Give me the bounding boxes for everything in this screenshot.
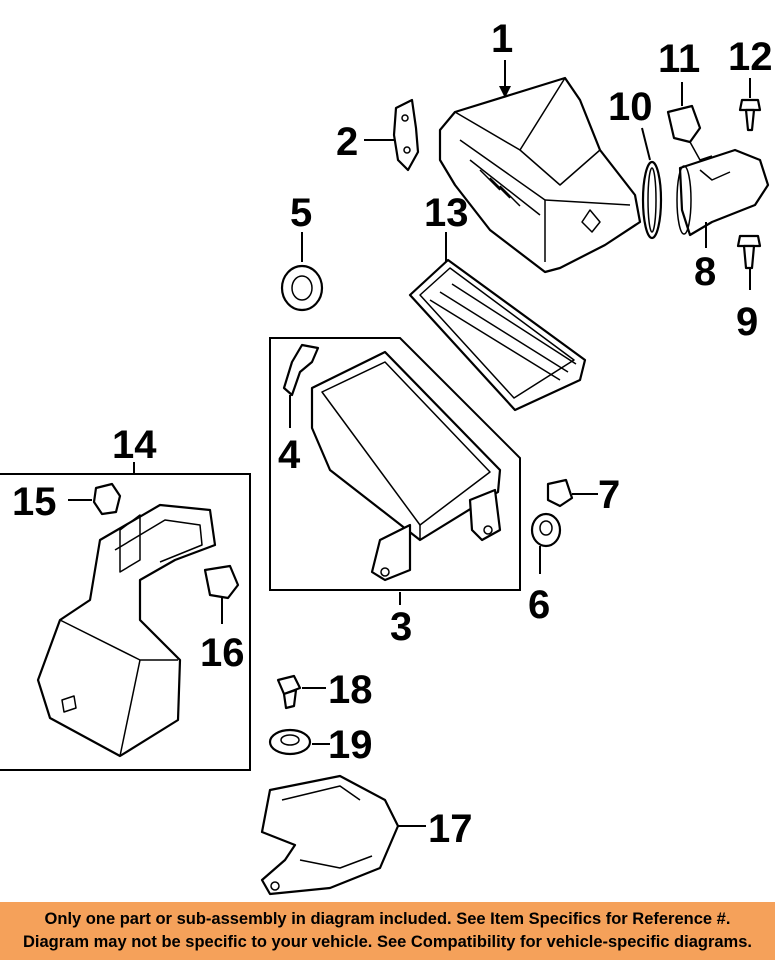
part-4-clip — [282, 343, 320, 397]
callout-5: 5 — [290, 191, 312, 235]
part-17-duct-cover — [260, 774, 400, 896]
part-3-frame — [269, 337, 521, 591]
callout-16: 16 — [200, 631, 245, 675]
callout-18: 18 — [328, 668, 373, 712]
part-1-upper-cover — [438, 76, 642, 274]
callout-3: 3 — [390, 605, 412, 649]
callout-11: 11 — [658, 37, 700, 81]
callout-15: 15 — [12, 480, 57, 524]
banner-line-2: Diagram may not be specific to your vehi… — [23, 933, 752, 951]
callout-10: 10 — [608, 85, 653, 129]
part-14-frame — [0, 473, 251, 771]
part-5-grommet — [280, 264, 324, 312]
part-16-clip — [203, 564, 240, 600]
part-18-bolt — [276, 674, 302, 710]
callout-7: 7 — [598, 473, 620, 517]
callout-2: 2 — [336, 120, 358, 164]
callout-4: 4 — [278, 433, 301, 477]
callout-13: 13 — [424, 191, 469, 235]
callout-12: 12 — [728, 35, 773, 79]
callout-14: 14 — [112, 423, 157, 467]
leader-10 — [641, 127, 651, 161]
callout-8: 8 — [694, 250, 716, 294]
part-9-screw — [736, 234, 762, 270]
disclaimer-banner: Only one part or sub-assembly in diagram… — [0, 902, 775, 960]
part-10-gasket — [641, 160, 663, 240]
arrow-1 — [499, 86, 511, 98]
part-19-grommet — [268, 728, 312, 756]
part-12-screw — [738, 98, 762, 132]
part-14-resonator — [36, 503, 217, 758]
banner-line-1: Only one part or sub-assembly in diagram… — [44, 910, 731, 928]
part-13-filter — [408, 258, 587, 412]
callout-17: 17 — [428, 807, 473, 851]
part-8-intake-duct — [676, 148, 770, 237]
callout-9: 9 — [736, 300, 758, 344]
part-11-sensor — [666, 104, 713, 161]
parts-diagram: 1 2 10 11 12 8 9 5 — [0, 17, 773, 896]
part-6-mount — [530, 512, 562, 548]
part-3-lower-case — [310, 350, 502, 582]
callout-1: 1 — [491, 17, 513, 61]
callout-19: 19 — [328, 723, 373, 767]
part-15-nut — [92, 482, 122, 516]
part-2-bracket — [392, 98, 420, 172]
callout-6: 6 — [528, 583, 550, 627]
part-7-cap — [546, 478, 574, 508]
